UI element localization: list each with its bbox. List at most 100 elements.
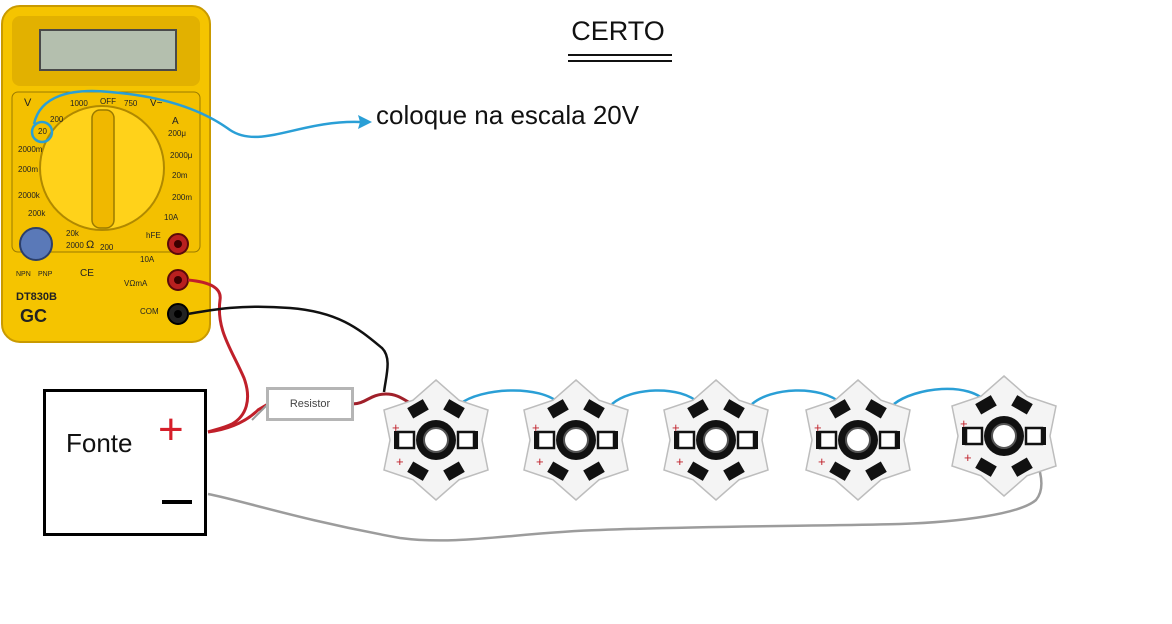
negative-terminal-symbol bbox=[162, 500, 192, 504]
led-terminal bbox=[596, 430, 616, 450]
positive-probe-wire bbox=[187, 278, 249, 434]
led-pad bbox=[443, 461, 465, 481]
led-pad bbox=[583, 399, 605, 419]
terminal-label: VΩmA bbox=[124, 279, 148, 288]
multimeter: V 1000 OFF 750 V~ 200 20 2000m 200m 2000… bbox=[1, 5, 211, 343]
dial-label: 200k bbox=[28, 209, 46, 218]
ce-mark: CE bbox=[80, 268, 94, 279]
led-array: ++++++++++ bbox=[383, 375, 1057, 501]
led-pad bbox=[687, 461, 709, 481]
led-star-board: ++ bbox=[663, 379, 769, 501]
led-star-board: ++ bbox=[805, 379, 911, 501]
dial-label: 10A bbox=[164, 213, 179, 222]
dial-label: 20k bbox=[66, 229, 80, 238]
power-supply-label: Fonte bbox=[66, 428, 133, 458]
com-probe-wire bbox=[187, 305, 389, 393]
led-pad bbox=[407, 461, 429, 481]
dial-label: hFE bbox=[146, 231, 161, 240]
led-star-board: ++ bbox=[523, 379, 629, 501]
led-lens bbox=[991, 423, 1017, 449]
led-terminal bbox=[1024, 426, 1044, 446]
led-lens bbox=[845, 427, 871, 453]
led-pad bbox=[1011, 395, 1033, 415]
led-pad bbox=[547, 461, 569, 481]
led-terminal bbox=[536, 430, 556, 450]
scale-highlight-circle bbox=[30, 120, 54, 144]
dial-label: 200 bbox=[50, 115, 64, 124]
led-terminal bbox=[676, 430, 696, 450]
led-terminal bbox=[396, 430, 416, 450]
dial-label: 20m bbox=[172, 171, 188, 180]
dial-label: 200m bbox=[172, 193, 192, 202]
led-terminal bbox=[456, 430, 476, 450]
led-pad bbox=[829, 461, 851, 481]
led-lens bbox=[423, 427, 449, 453]
dial-label: V~ bbox=[150, 98, 163, 109]
hfe-socket bbox=[19, 227, 53, 261]
resistor-to-led-wire bbox=[351, 392, 413, 406]
led-polarity-mark: + bbox=[532, 420, 540, 435]
annotation-arrow-head bbox=[358, 115, 372, 129]
led-lens bbox=[563, 427, 589, 453]
led-lens bbox=[703, 427, 729, 453]
model-label: DT830B bbox=[16, 291, 57, 303]
led-pad bbox=[975, 457, 997, 477]
brand-label: GC bbox=[20, 306, 47, 326]
dial-label: OFF bbox=[100, 97, 116, 106]
led-terminal bbox=[878, 430, 898, 450]
led-polarity-mark: + bbox=[964, 450, 972, 465]
led-pad bbox=[407, 399, 429, 419]
socket-label: PNP bbox=[38, 271, 53, 278]
dial-label: 20 bbox=[38, 127, 47, 136]
led-pad bbox=[687, 399, 709, 419]
led-polarity-mark: + bbox=[392, 420, 400, 435]
led-polarity-mark: + bbox=[536, 454, 544, 469]
led-pad bbox=[443, 399, 465, 419]
led-polarity-mark: + bbox=[960, 416, 968, 431]
diagram-title: CERTO bbox=[571, 16, 665, 46]
led-pad bbox=[829, 399, 851, 419]
dial-label: 200 bbox=[100, 243, 114, 252]
socket-label: NPN bbox=[16, 271, 31, 278]
title-underline-1 bbox=[568, 54, 672, 56]
dial-label: 750 bbox=[124, 99, 138, 108]
led-pad bbox=[547, 399, 569, 419]
positive-terminal-symbol: + bbox=[158, 405, 184, 454]
dial-label: 1000 bbox=[70, 99, 88, 108]
dial-knob bbox=[91, 109, 115, 229]
dial-label: A bbox=[172, 116, 179, 127]
led-star-board: ++ bbox=[951, 375, 1057, 497]
dial-label: 200μ bbox=[168, 129, 186, 138]
led-pad bbox=[723, 461, 745, 481]
led-jumper-3 bbox=[751, 389, 843, 405]
led-polarity-mark: + bbox=[676, 454, 684, 469]
dial-label: 200m bbox=[18, 165, 38, 174]
led-pad bbox=[583, 461, 605, 481]
terminal-label: COM bbox=[140, 307, 159, 316]
supply-to-resistor-wire bbox=[207, 402, 269, 434]
dial-label: Ω bbox=[86, 239, 94, 251]
resistor: Resistor bbox=[266, 387, 354, 421]
led-polarity-mark: + bbox=[396, 454, 404, 469]
led-polarity-mark: + bbox=[814, 420, 822, 435]
led-jumper-1 bbox=[459, 389, 561, 406]
led-terminal bbox=[964, 426, 984, 446]
annotation-arrow-line bbox=[32, 89, 361, 139]
led-star-board: ++ bbox=[383, 379, 489, 501]
led-pad bbox=[975, 395, 997, 415]
return-wire bbox=[207, 459, 1043, 542]
scale-instruction: coloque na escala 20V bbox=[376, 100, 640, 130]
dial-label: V bbox=[24, 97, 32, 109]
led-terminal bbox=[736, 430, 756, 450]
dial-label: 2000k bbox=[18, 191, 41, 200]
led-pad bbox=[865, 399, 887, 419]
dial-label: 2000m bbox=[18, 145, 43, 154]
title-underline-2 bbox=[568, 60, 672, 62]
led-polarity-mark: + bbox=[818, 454, 826, 469]
power-supply-box bbox=[43, 389, 207, 536]
terminal-label: 10A bbox=[140, 255, 155, 264]
led-pad bbox=[1011, 457, 1033, 477]
dial-label: 2000μ bbox=[170, 151, 193, 160]
led-jumper-2 bbox=[611, 389, 701, 405]
